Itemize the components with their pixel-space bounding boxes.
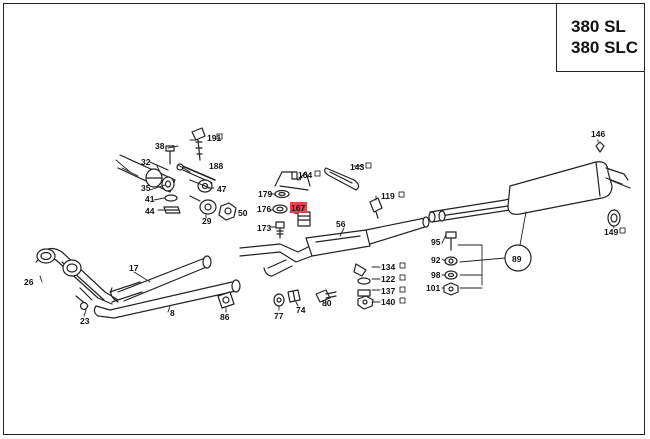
label-122: 122	[381, 274, 395, 284]
rubber-167	[297, 211, 311, 227]
label-191: 191	[207, 133, 221, 143]
label-41: 41	[145, 194, 155, 204]
nut-50	[218, 202, 237, 221]
label-92: 92	[431, 255, 441, 265]
label-17: 17	[129, 263, 139, 273]
label-119: 119	[381, 191, 395, 201]
label-44: 44	[145, 206, 155, 216]
label-179: 179	[258, 189, 272, 199]
label-149: 149	[604, 227, 618, 237]
parts-146-149	[595, 141, 621, 227]
highlight-167	[290, 202, 307, 213]
label-47: 47	[217, 184, 227, 194]
label-23: 23	[80, 316, 90, 326]
clip-119	[369, 197, 383, 219]
label-188: 188	[209, 161, 223, 171]
loose-parts-bottom	[217, 289, 337, 309]
label-86: 86	[220, 312, 230, 322]
callout-circle-89	[504, 244, 532, 272]
supersession-marks	[216, 133, 626, 304]
label-35: 35	[141, 183, 151, 193]
hardware-95-101	[443, 231, 459, 296]
label-80: 80	[322, 298, 332, 308]
center-pipe-56	[239, 216, 430, 277]
label-74: 74	[296, 305, 306, 315]
label-143: 143	[350, 162, 364, 172]
label-146: 146	[591, 129, 605, 139]
washers-41-44	[163, 194, 181, 214]
bolt-38	[165, 145, 175, 165]
label-164: 164	[298, 170, 312, 180]
bolt-191	[191, 127, 206, 161]
label-89: 89	[512, 254, 522, 264]
leader-lines	[39, 139, 615, 317]
label-32: 32	[141, 157, 151, 167]
bolt-173	[275, 221, 285, 239]
diagram-frame	[3, 3, 645, 435]
label-29: 29	[202, 216, 212, 226]
label-38: 38	[155, 141, 165, 151]
label-98: 98	[431, 270, 441, 280]
label-95: 95	[431, 237, 441, 247]
label-137: 137	[381, 286, 395, 296]
washer-176	[272, 204, 288, 214]
washer-179	[274, 189, 290, 199]
model-380-slc: 380 SLC	[571, 38, 639, 57]
model-designation-box: 380 SL 380 SLC	[556, 4, 644, 72]
label-176: 176	[257, 204, 271, 214]
rear-muffler	[428, 161, 631, 223]
part-labels: 191 38 188 32 35 47 41 44 29 50 164 179 …	[24, 129, 618, 326]
pipe-17	[110, 255, 212, 303]
label-56: 56	[336, 219, 346, 229]
label-26: 26	[24, 277, 34, 287]
strap-143	[324, 167, 360, 191]
bracket-164	[274, 171, 311, 191]
pipe-8	[93, 279, 241, 319]
front-pipe-assembly	[35, 247, 143, 305]
label-77: 77	[274, 311, 284, 321]
label-134: 134	[381, 262, 395, 272]
model-380-sl: 380 SL	[571, 17, 626, 36]
mount-29	[189, 195, 217, 215]
label-167: 167	[291, 203, 305, 213]
clamp-parts-134-140	[353, 263, 374, 310]
label-50: 50	[238, 208, 248, 218]
rubber-mounts	[161, 176, 213, 193]
label-8: 8	[170, 308, 175, 318]
label-140: 140	[381, 297, 395, 307]
label-173: 173	[257, 223, 271, 233]
label-101: 101	[426, 283, 440, 293]
